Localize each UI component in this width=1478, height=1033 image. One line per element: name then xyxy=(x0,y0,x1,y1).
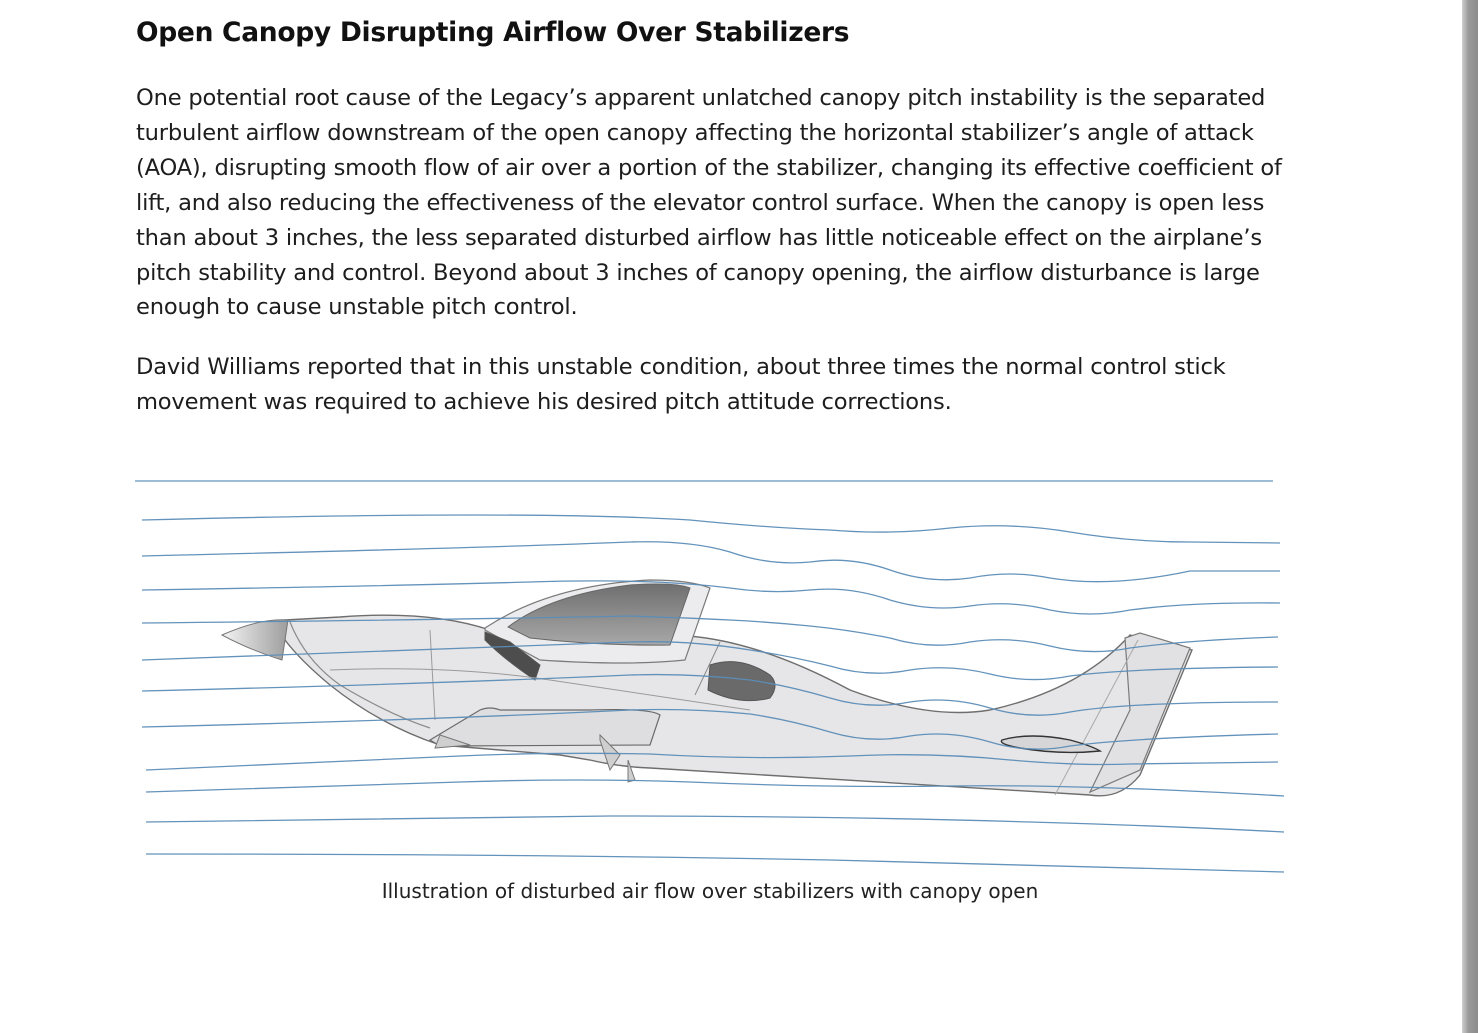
streamline-11 xyxy=(145,815,1285,833)
airflow-streamlines xyxy=(135,480,1285,873)
streamline-10 xyxy=(145,779,1285,797)
fuselage xyxy=(284,614,1193,797)
window-edge xyxy=(1462,0,1478,1033)
body-paragraph-1: One potential root cause of the Legacy’s… xyxy=(136,85,1282,321)
vertical-stabilizer xyxy=(1088,632,1191,794)
page-title: Open Canopy Disrupting Airflow Over Stab… xyxy=(136,17,850,48)
streamline-9 xyxy=(145,752,1279,771)
wing xyxy=(428,707,661,747)
streamline-5 xyxy=(141,615,1279,653)
streamline-3 xyxy=(141,541,1280,583)
rear-window xyxy=(707,661,776,702)
figure-caption: Illustration of disturbed air flow over … xyxy=(381,879,1039,903)
streamline-4 xyxy=(141,580,1281,615)
streamline-2 xyxy=(141,514,1281,544)
airflow-illustration xyxy=(135,480,1285,873)
streamline-12 xyxy=(145,853,1285,873)
airplane-drawing xyxy=(220,579,1193,797)
body-paragraph-2: David Williams reported that in this uns… xyxy=(136,354,1226,415)
streamline-8 xyxy=(141,708,1279,750)
nose-spinner xyxy=(220,619,289,661)
streamline-6 xyxy=(141,641,1279,681)
streamline-7 xyxy=(141,673,1279,716)
windscreen xyxy=(484,631,541,681)
